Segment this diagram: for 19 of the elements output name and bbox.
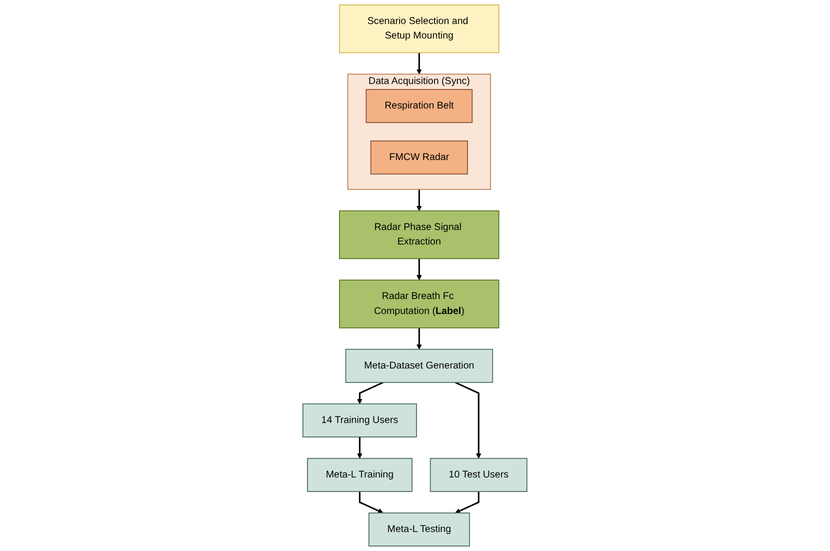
arrow bbox=[357, 382, 384, 404]
node-box: 14 Training Users bbox=[302, 403, 418, 438]
node-box: Radar Breath Fc Computation (Label) bbox=[339, 280, 500, 328]
arrow bbox=[416, 328, 422, 350]
node-box: Meta-Dataset Generation bbox=[345, 348, 494, 383]
node-box: Respiration Belt bbox=[366, 89, 473, 124]
arrow bbox=[455, 492, 480, 514]
arrow bbox=[416, 258, 422, 280]
node-box: Meta-L Testing bbox=[368, 512, 470, 547]
arrow bbox=[416, 189, 422, 212]
arrow bbox=[357, 436, 362, 459]
node-box: 10 Test Users bbox=[430, 458, 528, 492]
arrow bbox=[359, 492, 384, 514]
node-box: Scenario Selection and Setup Mounting bbox=[339, 4, 500, 54]
arrow bbox=[416, 52, 422, 74]
node-box: FMCW Radar bbox=[370, 140, 468, 175]
arrow bbox=[455, 382, 482, 459]
node-box: Radar Phase Signal Extraction bbox=[339, 210, 500, 260]
node-box: Meta-L Training bbox=[307, 458, 413, 492]
